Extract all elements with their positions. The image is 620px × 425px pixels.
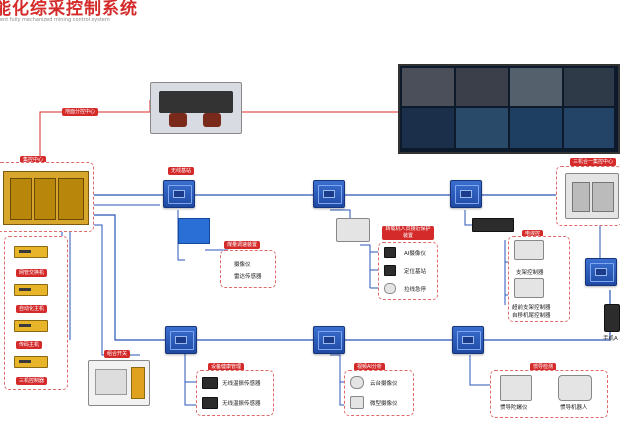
device-label-2: 传码主机	[16, 341, 43, 349]
tag-personnel: 转载机人员接近保护装置	[382, 226, 434, 240]
health-item-1: 无线温振传感器	[222, 401, 261, 407]
tag-coal-flow: 煤量调速装置	[224, 241, 261, 249]
page-title: 能化综采控制系统	[0, 0, 138, 19]
tag-video-ai: 视频AI分析	[354, 363, 385, 371]
pull-cord-stop-icon	[384, 283, 396, 294]
wireless-node-lower-1	[165, 326, 197, 354]
device-label-0: 网管交换机	[16, 269, 48, 277]
control-center-image	[3, 171, 89, 225]
coal-flow-item-1: 雷达传感器	[234, 274, 262, 280]
tag-control-center: 集控中心	[20, 156, 47, 164]
nav-robot-icon	[558, 375, 592, 401]
tag-surface-center: 地面分控中心	[62, 108, 99, 116]
advance-support-controller-icon	[514, 278, 544, 298]
tag-equipment-health: 设备健康管理	[208, 363, 245, 371]
tag-hydraulic: 电液控	[522, 230, 544, 238]
automation-host-icon	[14, 284, 48, 296]
personnel-item-2: 拉线急停	[404, 287, 427, 293]
wireless-node-2	[313, 180, 345, 208]
personnel-item-0: AI摄像仪	[404, 251, 426, 257]
coal-flow-box	[220, 250, 276, 288]
personnel-item-1: 定位基站	[404, 269, 427, 275]
device-label-3: 三机控制器	[16, 377, 48, 385]
hydraulic-item-1: 超前支架控制器	[512, 305, 551, 311]
tag-wireless-base: 无线基站	[168, 167, 195, 175]
tag-combo-switch: 组合开关	[104, 350, 131, 358]
ai-camera-icon	[384, 247, 396, 258]
control-center-box	[0, 162, 94, 232]
health-item-0: 无线温振传感器	[222, 381, 261, 387]
personnel-device-image	[336, 218, 370, 242]
three-machine-controller-icon	[14, 356, 48, 368]
transmission-host-icon	[14, 320, 48, 332]
hydraulic-item-2: 自移机尾控制器	[512, 313, 551, 319]
tag-three-in-one: 三机合一集控中心	[570, 158, 617, 166]
micro-camera-icon	[350, 396, 364, 409]
inertial-item-1: 惯导机器人	[560, 405, 588, 411]
wireless-node-lower-2	[313, 326, 345, 354]
ptz-camera-icon	[350, 376, 364, 389]
tag-inertial-nav: 惯导检测	[530, 363, 557, 371]
page-subtitle: ent fully mechanized mining control syst…	[0, 17, 110, 23]
operator-console-image	[150, 82, 242, 134]
switch-device-icon	[14, 246, 48, 258]
coal-flow-item-0: 摄像仪	[234, 262, 251, 268]
positioning-base-icon	[384, 265, 396, 276]
gyro-device-icon	[500, 375, 532, 401]
support-controller-icon	[514, 240, 544, 260]
video-item-1: 微型摄像仪	[370, 401, 398, 407]
wireless-node-1	[163, 180, 195, 208]
video-item-0: 云台摄像仪	[370, 381, 398, 387]
three-in-one-box	[556, 166, 620, 226]
phone-icon	[604, 304, 620, 332]
video-wall-image	[398, 64, 620, 154]
three-in-one-image	[565, 173, 619, 219]
hydraulic-item-0: 支架控制器	[516, 270, 544, 276]
wireless-node-3	[450, 180, 482, 208]
vibration-sensor-icon-1	[202, 377, 218, 389]
inertial-item-0: 惯导陀螺仪	[500, 405, 528, 411]
vibration-sensor-icon-2	[202, 397, 218, 409]
coal-flow-device-image	[178, 218, 210, 244]
wireless-node-right	[585, 258, 617, 286]
device-label-1: 自动化主机	[16, 305, 48, 313]
hydraulic-switch-image	[472, 218, 514, 232]
wireless-node-lower-3	[452, 326, 484, 354]
phone-label: 手机A	[603, 336, 618, 342]
combo-switch-image	[88, 360, 150, 406]
